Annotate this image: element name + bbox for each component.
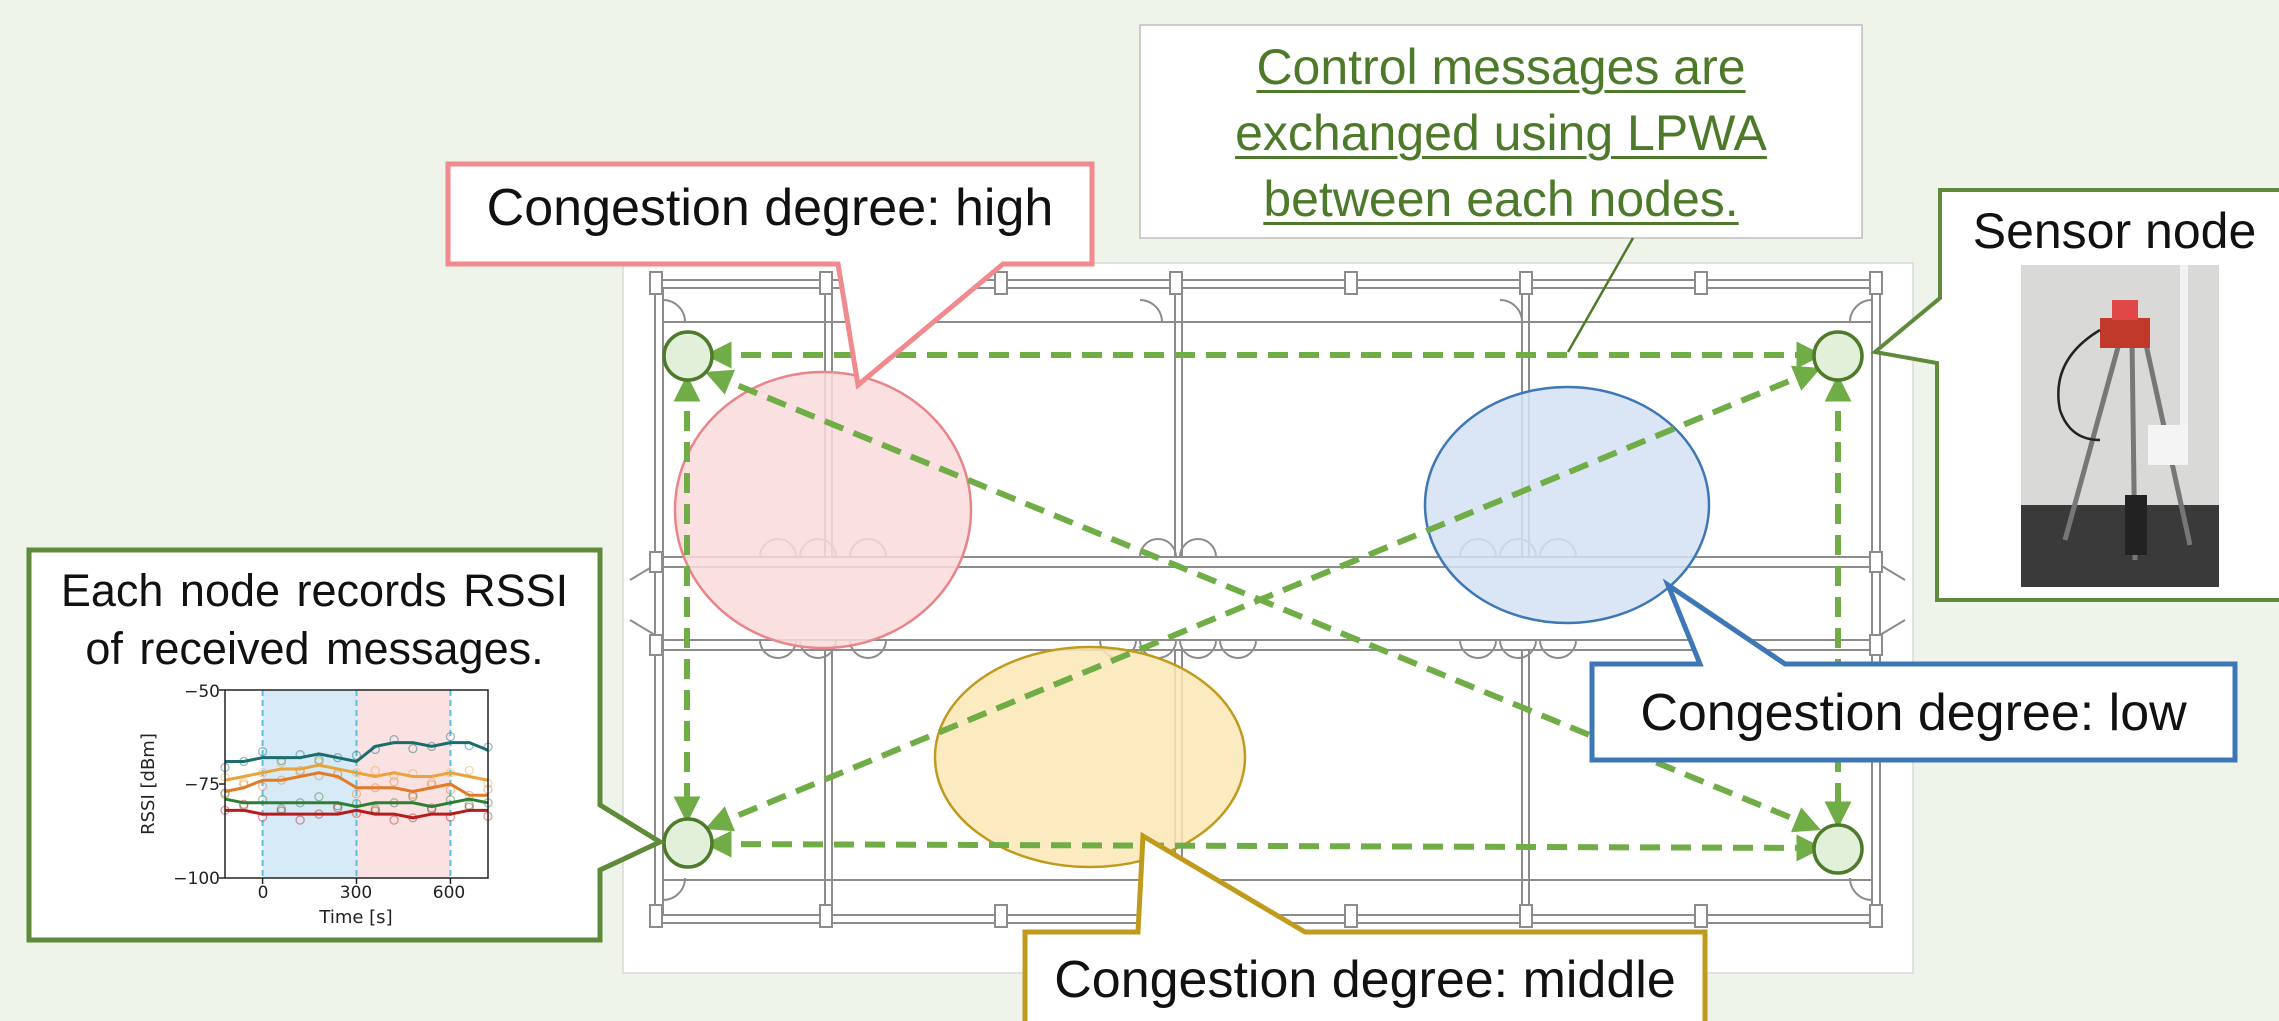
rssi-caption-line-2: of received messages. <box>85 623 544 674</box>
rssi-point <box>351 750 362 761</box>
x-tick-2: 300 <box>340 883 372 903</box>
control-messages-box <box>1139 24 1863 239</box>
y-tick-1: −50 <box>184 682 220 702</box>
shade-region-1 <box>262 690 357 878</box>
control-line-1: Control messages are <box>1256 39 1746 95</box>
rssi-caption: Each node records RSSI of received messa… <box>29 562 600 678</box>
rssi-point <box>257 747 268 757</box>
rssi-series-2 <box>224 763 489 782</box>
rssi-series-3 <box>224 771 488 797</box>
control-messages-text: Control messages are exchanged using LPW… <box>1140 34 1862 232</box>
rssi-point <box>239 799 249 809</box>
rssi-chart: −50 −75 −100 0 300 600 Time [s] RSSI [dB… <box>138 682 493 928</box>
rssi-point <box>314 792 324 802</box>
rssi-point <box>295 765 305 776</box>
rssi-point <box>408 744 418 754</box>
control-line-2: exchanged using LPWA <box>1235 105 1767 161</box>
y-tick-3: −100 <box>173 869 220 889</box>
rssi-point <box>445 785 456 795</box>
x-tick-1: 0 <box>258 883 269 903</box>
rssi-series-4 <box>224 797 489 809</box>
control-pointer-line <box>1566 237 1635 353</box>
node-bottom-left <box>662 817 714 869</box>
rssi-caption-line-1: Each node records RSSI <box>60 565 569 616</box>
sensor-node-label: Sensor node <box>1972 203 2257 259</box>
callout-middle-shape <box>1022 831 1708 1021</box>
callout-high-shape <box>445 161 1095 390</box>
sensor-node-photo <box>2021 265 2219 587</box>
rssi-point <box>351 789 362 799</box>
x-tick-3: 600 <box>433 883 465 903</box>
control-line-3: between each nodes. <box>1263 171 1739 227</box>
rssi-series-1 <box>225 741 489 764</box>
rssi-point <box>295 815 305 825</box>
rssi-point <box>445 731 456 742</box>
callout-low-shape <box>1589 578 2238 763</box>
rssi-point <box>426 803 437 813</box>
rssi-series-5 <box>225 808 488 820</box>
rssi-point <box>389 777 399 787</box>
node-top-left <box>662 330 714 382</box>
congestion-area-high <box>673 370 973 650</box>
callout-low-label: Congestion degree: low <box>1640 684 2187 742</box>
callout-high-label: Congestion degree: high <box>486 179 1054 237</box>
rssi-point <box>389 815 399 825</box>
y-axis-label: RSSI [dBm] <box>138 733 159 835</box>
rssi-point <box>464 765 474 776</box>
x-axis-label: Time [s] <box>318 907 392 928</box>
congestion-area-middle <box>933 645 1247 869</box>
node-top-right <box>1812 330 1864 382</box>
y-tick-2: −75 <box>184 775 220 795</box>
shade-region-2 <box>356 690 451 878</box>
rssi-point <box>257 781 268 791</box>
node-bottom-right <box>1812 823 1864 875</box>
callout-middle-label: Congestion degree: middle <box>1054 951 1676 1009</box>
rssi-point <box>370 765 380 776</box>
